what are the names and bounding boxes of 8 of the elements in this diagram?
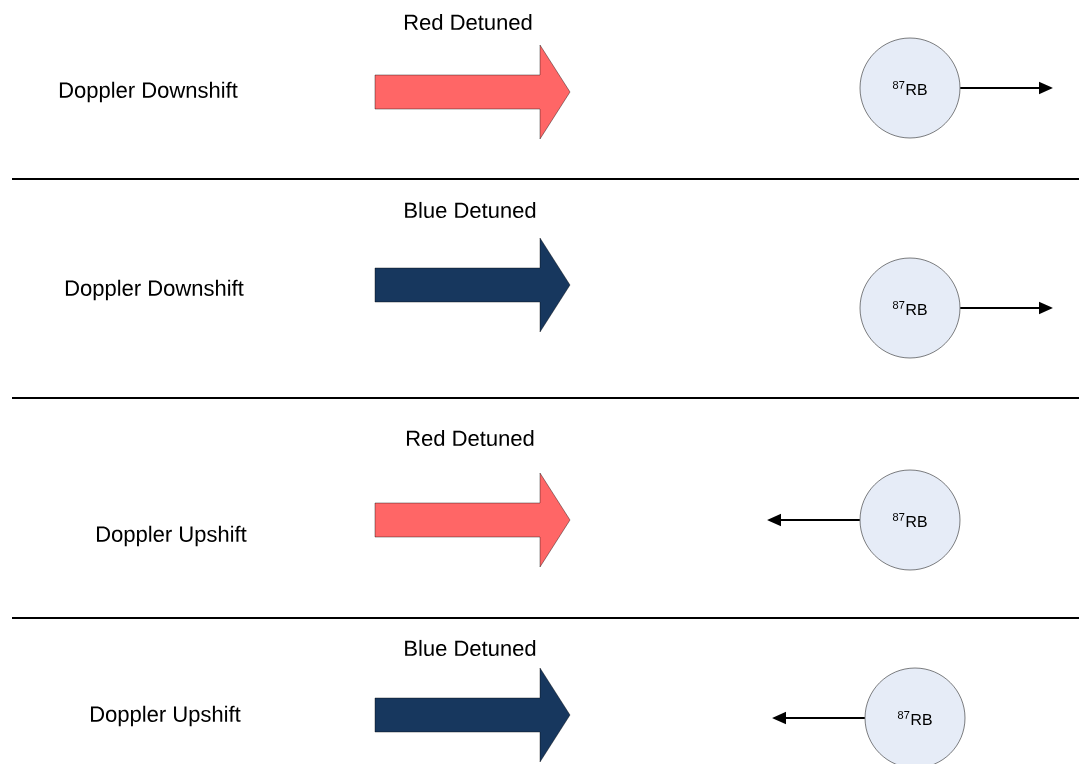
row-label: Doppler Downshift [59,81,238,103]
row-label: Blue Detuned [405,201,536,219]
row-label: Doppler Upshift [97,525,247,547]
row-label: Doppler Upshift [91,705,241,727]
row-label: Red Detuned [405,13,532,31]
row-label: Blue Detuned [405,639,536,657]
row-label: Red Detuned [407,429,534,447]
row-label: Doppler Downshift [65,279,244,301]
